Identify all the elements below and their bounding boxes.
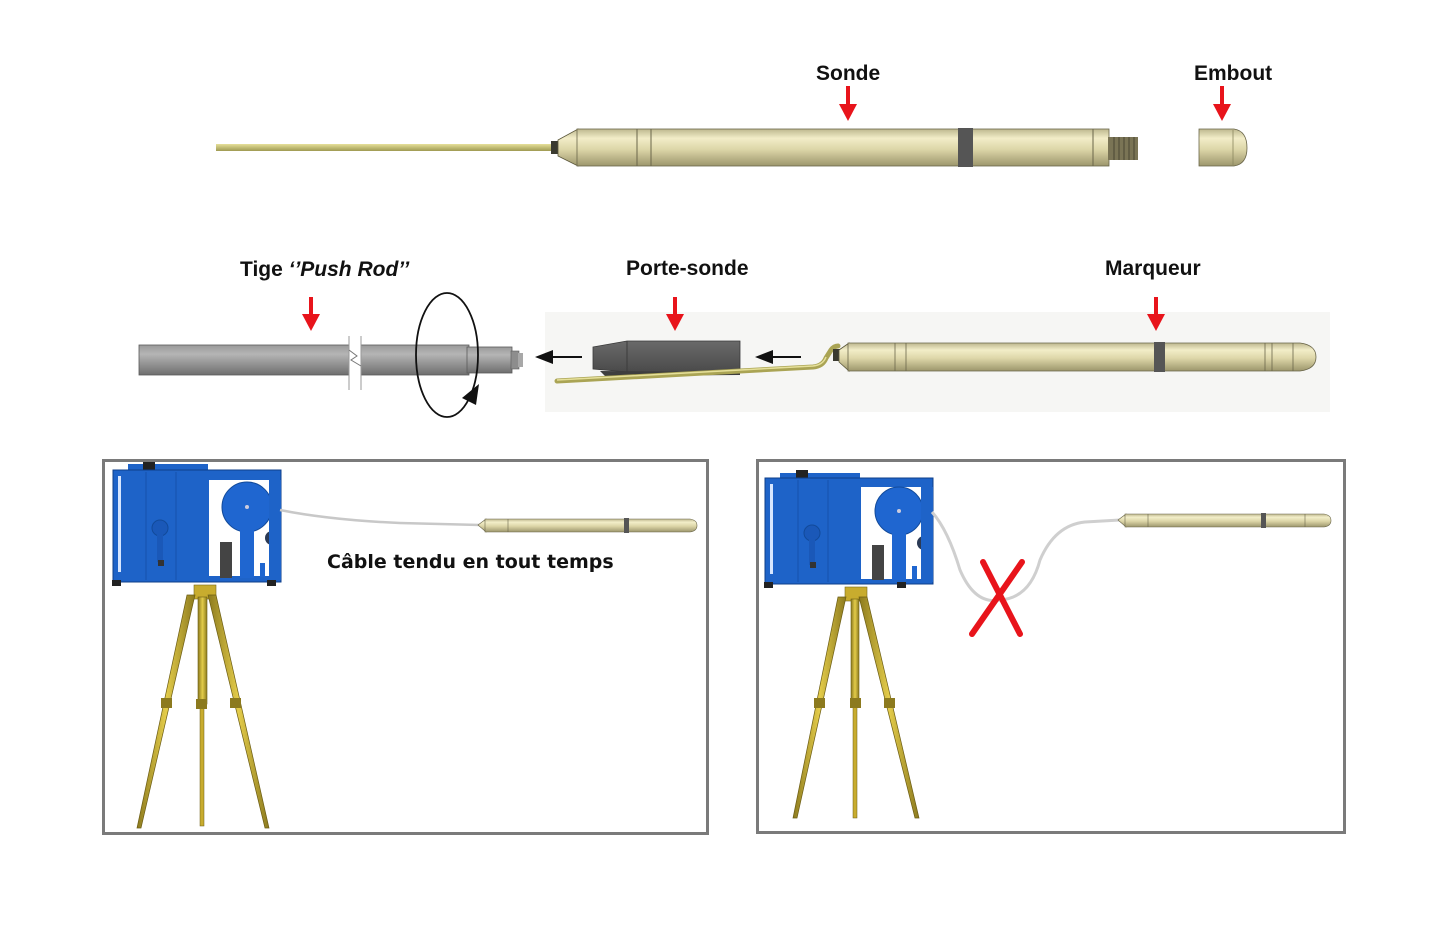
reel-unit-correct <box>112 462 282 586</box>
tige-pointer-arrow-icon <box>302 297 320 331</box>
sonde-assembly <box>216 128 1138 167</box>
embout-cap <box>1198 128 1248 167</box>
rotation-arrow-icon <box>415 292 479 418</box>
incorrect-x-icon <box>969 559 1025 637</box>
push-rod-break <box>349 338 361 388</box>
sonde-cable-gland <box>551 141 559 154</box>
tige-label-text: Tige <box>240 258 289 281</box>
tripod-correct <box>136 584 270 829</box>
slack-cable <box>930 511 1121 603</box>
porte-sonde-pointer-arrow-icon <box>666 297 684 331</box>
tige-push-rod-label: Tige ‘’Push Rod’’ <box>240 258 409 282</box>
insert-arrow-left-1-icon <box>535 350 582 364</box>
push-rod-label-text: ‘’Push Rod’’ <box>288 258 410 281</box>
probe-correct <box>477 518 698 533</box>
embout-label: Embout <box>1194 62 1273 85</box>
tripod-incorrect <box>792 586 920 819</box>
push-rod <box>138 336 523 390</box>
probe-incorrect <box>1117 513 1332 528</box>
reel-unit-incorrect <box>764 470 934 588</box>
taut-cable-caption: Câble tendu en tout temps <box>327 551 614 573</box>
sonde-marker-band <box>958 128 973 167</box>
marqueur-pointer-arrow-icon <box>1147 297 1165 331</box>
sonde-nose-cone <box>557 128 579 167</box>
insert-arrow-left-2-icon <box>755 350 801 364</box>
marqueur-band <box>1154 342 1165 372</box>
embout-pointer-arrow-icon <box>1213 86 1231 121</box>
marqueur-probe <box>833 342 1317 372</box>
sonde-pointer-arrow-icon <box>839 86 857 121</box>
sonde-thread <box>1108 137 1138 160</box>
sonde-cable <box>216 144 552 151</box>
porte-sonde-label: Porte-sonde <box>626 257 749 280</box>
marqueur-label: Marqueur <box>1105 257 1201 280</box>
sonde-body <box>576 128 1110 167</box>
sonde-label: Sonde <box>816 62 881 85</box>
taut-cable <box>279 508 481 527</box>
